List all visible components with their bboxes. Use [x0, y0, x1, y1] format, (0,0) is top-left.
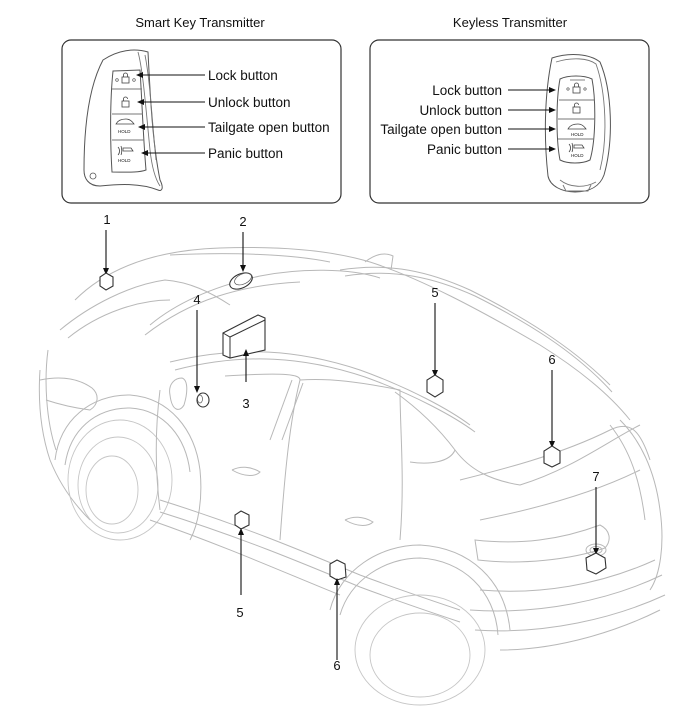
tailgate-icon: HOLD [567, 123, 587, 137]
panic-icon: HOLD [117, 145, 134, 163]
callout-number: 3 [242, 396, 249, 411]
hold-label: HOLD [571, 132, 584, 137]
panic-icon: HOLD [568, 142, 585, 158]
door-handle-sensor-part [196, 392, 210, 408]
smart-key-labels: Lock button Unlock button Tailgate open … [136, 68, 330, 161]
callout-number: 2 [239, 214, 246, 229]
callout-6-rear: 6 [543, 352, 561, 468]
callout-number: 5 [236, 605, 243, 620]
interior-antenna-part [426, 374, 444, 398]
callout-number: 7 [592, 469, 599, 484]
smart-key-panel: Smart Key Transmitter [61, 15, 342, 204]
lock-icon [115, 72, 136, 84]
keyless-title: Keyless Transmitter [453, 15, 568, 30]
tailgate-switch-part [585, 552, 607, 575]
lock-icon [566, 82, 587, 94]
callout-4: 4 [193, 292, 210, 408]
vehicle-outline [38, 247, 666, 706]
exterior-antenna-part [234, 510, 250, 530]
smart-key-fob: HOLD HOLD [83, 49, 163, 191]
keyless-tailgate-label: Tailgate open button [380, 122, 502, 137]
keyless-labels: Lock button Unlock button Tailgate open … [380, 83, 556, 157]
callout-number: 5 [431, 285, 438, 300]
keyless-lock-label: Lock button [432, 83, 502, 98]
callout-1: 1 [99, 212, 114, 291]
callout-5-roof: 5 [426, 285, 444, 398]
hold-label: HOLD [571, 153, 584, 158]
unlock-icon [572, 102, 581, 114]
callout-6-side: 6 [329, 559, 347, 673]
smart-key-panic-label: Panic button [208, 146, 283, 161]
callout-5-side: 5 [234, 510, 250, 620]
smart-key-title: Smart Key Transmitter [135, 15, 265, 30]
keyless-fob: HOLD HOLD [544, 54, 611, 193]
keyless-unlock-label: Unlock button [419, 103, 502, 118]
callout-3: 3 [222, 314, 266, 411]
unlock-icon [121, 96, 130, 108]
keyless-panic-label: Panic button [427, 142, 502, 157]
smart-key-unlock-label: Unlock button [208, 95, 291, 110]
callout-number: 6 [548, 352, 555, 367]
hold-label: HOLD [118, 129, 131, 134]
callout-number: 4 [193, 292, 200, 307]
exterior-antenna-part [329, 559, 347, 581]
keyless-panel: Keyless Transmitter HOLD [369, 15, 650, 204]
interior-antenna-part [543, 445, 561, 468]
antenna-part [229, 272, 253, 290]
tailgate-icon: HOLD [115, 118, 135, 134]
hold-label: HOLD [118, 158, 131, 163]
sensor-part [99, 272, 114, 291]
smart-key-tailgate-label: Tailgate open button [208, 120, 330, 135]
callout-2: 2 [229, 214, 253, 290]
smart-key-lock-label: Lock button [208, 68, 278, 83]
callout-number: 6 [333, 658, 340, 673]
callout-7: 7 [585, 469, 607, 575]
callout-number: 1 [103, 212, 110, 227]
control-module-part [222, 314, 266, 359]
